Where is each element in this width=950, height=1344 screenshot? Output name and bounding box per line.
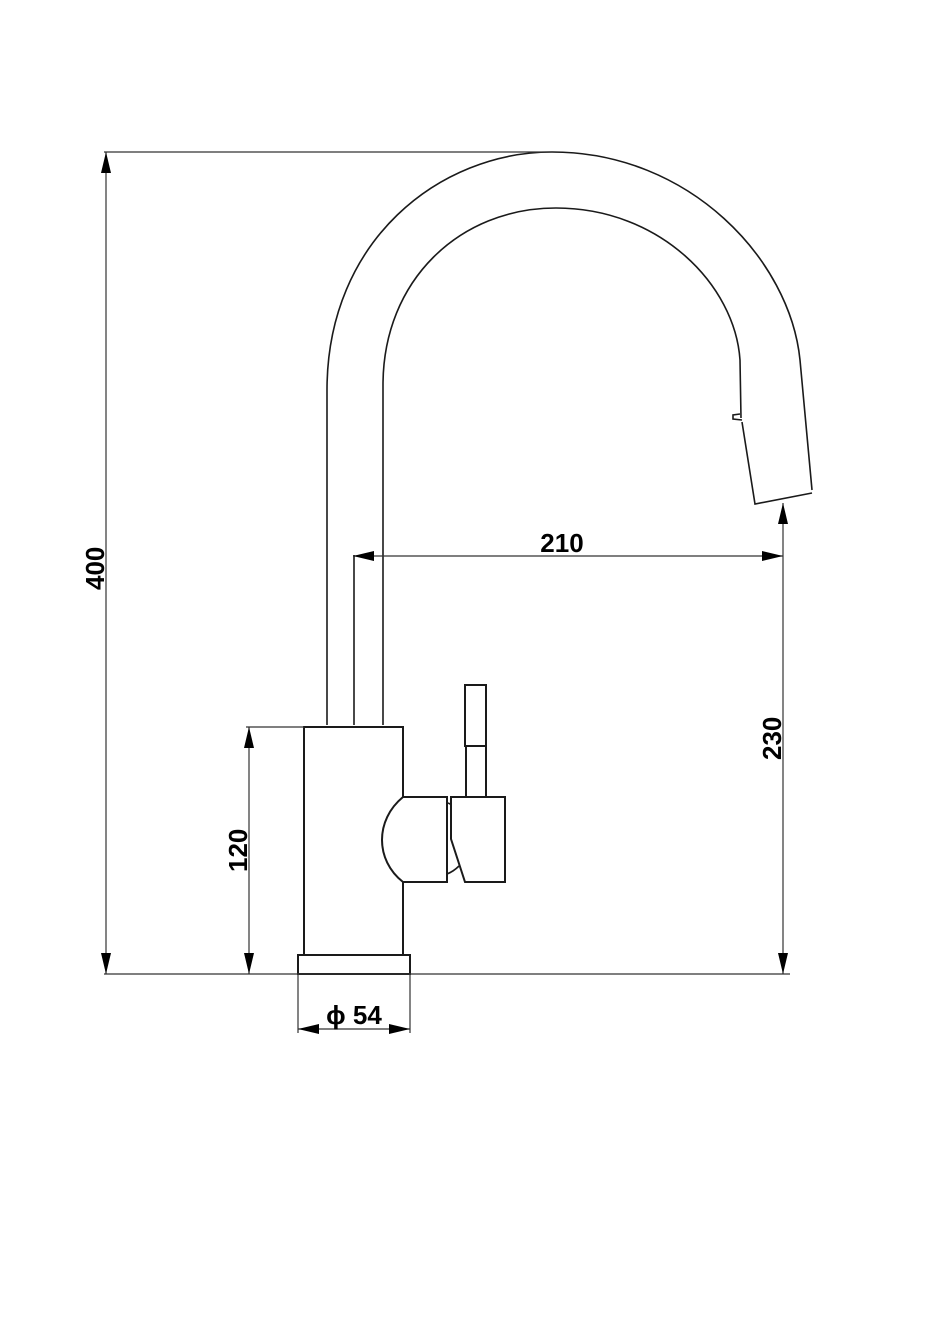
dimension-label-230: 230 (757, 717, 787, 760)
hub-connector-lower (446, 865, 460, 875)
arrow-left-icon (353, 551, 374, 561)
arrow-left-icon (298, 1024, 319, 1034)
dimension-outlet-height: 230 (757, 503, 788, 974)
arrow-down-icon (778, 953, 788, 974)
handle-grip (464, 684, 487, 747)
dimension-label-210: 210 (540, 528, 583, 558)
dimension-spout-reach: 210 (353, 528, 783, 561)
arrow-right-icon (762, 551, 783, 561)
arrow-right-icon (389, 1024, 410, 1034)
dimension-label-diameter: ϕ 54 (326, 1000, 382, 1030)
dimension-base-diameter: ϕ 54 (297, 974, 411, 1034)
spout-inner-curve (382, 207, 742, 725)
arrow-up-icon (244, 727, 254, 748)
base-ring (297, 954, 411, 975)
faucet-outline (297, 151, 813, 975)
dimension-label-120: 120 (223, 829, 253, 872)
arrow-up-icon (778, 503, 788, 524)
arrow-down-icon (101, 953, 111, 974)
dimension-total-height: 400 (80, 151, 790, 975)
handle-stem (465, 745, 487, 798)
spray-button (732, 413, 743, 421)
pull-out-spray-head (741, 421, 813, 505)
dimension-body-height: 120 (223, 726, 304, 974)
spout-outer-curve (326, 151, 813, 725)
lever-hub (381, 796, 448, 883)
dimension-label-400: 400 (80, 547, 110, 590)
handle-block (450, 796, 506, 883)
arrow-up-icon (101, 152, 111, 173)
arrow-down-icon (244, 953, 254, 974)
